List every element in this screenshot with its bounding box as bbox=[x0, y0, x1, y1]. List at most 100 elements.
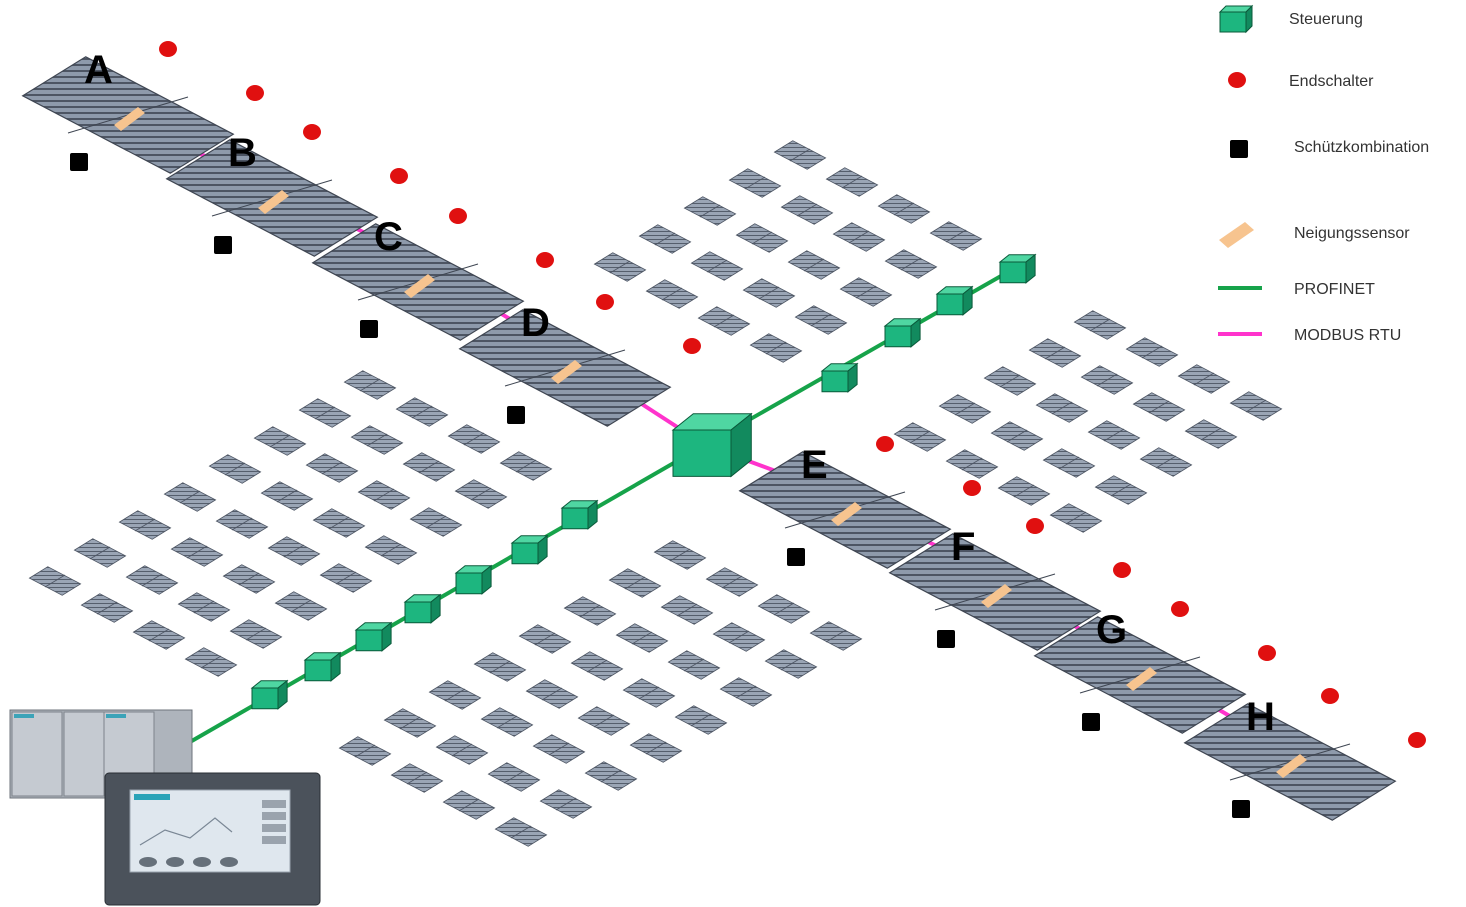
limit-switch-icon bbox=[1408, 732, 1426, 748]
legend-item-neigungssensor: Neigungssensor bbox=[1219, 222, 1410, 248]
legend-label-profinet: PROFINET bbox=[1294, 281, 1375, 298]
tilt-sensor-icon bbox=[404, 274, 435, 298]
panel-array-small bbox=[1184, 419, 1238, 449]
limit-switch-icon bbox=[536, 252, 554, 268]
hmi-button-icon bbox=[220, 857, 238, 867]
controller-box bbox=[935, 285, 974, 316]
panel-array-small bbox=[518, 624, 572, 654]
panel-array-small bbox=[494, 817, 548, 847]
panel-array-small bbox=[608, 568, 662, 598]
contactor-icon bbox=[787, 548, 805, 566]
controller-box bbox=[998, 253, 1037, 284]
tilt-sensor-icon bbox=[981, 584, 1012, 608]
controller-box bbox=[403, 593, 442, 624]
panel-array-small bbox=[809, 621, 863, 651]
legend-label-neigungssensor: Neigungssensor bbox=[1294, 225, 1410, 242]
panel-array-small bbox=[764, 649, 818, 679]
panel-array-small bbox=[577, 706, 631, 736]
hmi-button-icon bbox=[166, 857, 184, 867]
panel-array-small bbox=[794, 305, 848, 335]
panel-block-e: E bbox=[738, 436, 981, 569]
panel-array-small bbox=[570, 651, 624, 681]
legend-label-schuetzkombination: Schützkombination bbox=[1294, 139, 1429, 156]
panel-array-small bbox=[402, 452, 456, 482]
controller-box bbox=[510, 534, 549, 565]
panel-block-f: F bbox=[888, 518, 1131, 651]
legend-item-schuetzkombination: Schützkombination bbox=[1230, 139, 1429, 158]
panel-array-small bbox=[938, 394, 992, 424]
limit-switch-icon bbox=[683, 338, 701, 354]
legend-item-modbus: MODBUS RTU bbox=[1218, 327, 1401, 344]
tilt-sensor-icon bbox=[258, 190, 289, 214]
panel-array-small bbox=[532, 734, 586, 764]
panel-array-small bbox=[1042, 448, 1096, 478]
block-label-h: H bbox=[1246, 695, 1275, 739]
panel-array-small bbox=[629, 733, 683, 763]
panel-array-small bbox=[499, 451, 553, 481]
panel-array-small bbox=[253, 426, 307, 456]
panel-array-small bbox=[1125, 337, 1179, 367]
panel-array-small bbox=[319, 563, 373, 593]
panel-array-small bbox=[593, 252, 647, 282]
controller-box bbox=[560, 499, 599, 530]
panel-array-small bbox=[487, 762, 541, 792]
panel-array-small bbox=[473, 652, 527, 682]
tilt-sensor-icon bbox=[831, 502, 862, 526]
hmi-button-icon bbox=[193, 857, 211, 867]
limit-switch-icon bbox=[1171, 601, 1189, 617]
panel-array-small bbox=[757, 594, 811, 624]
controller-box bbox=[820, 362, 859, 393]
tilt-sensor-icon bbox=[1276, 754, 1307, 778]
central-controller-box bbox=[671, 412, 753, 478]
hmi-panel bbox=[104, 772, 321, 906]
panel-array-small bbox=[28, 566, 82, 596]
panel-array-small bbox=[683, 196, 737, 226]
panel-array-small bbox=[584, 761, 638, 791]
panel-array-small bbox=[983, 366, 1037, 396]
hmi-button-icon bbox=[139, 857, 157, 867]
panel-array-small bbox=[735, 223, 789, 253]
panel-array-small bbox=[132, 620, 186, 650]
legend: Steuerung Endschalter Schützkombination … bbox=[1218, 4, 1429, 344]
panel-array-small bbox=[667, 650, 721, 680]
legend-item-endschalter: Endschalter bbox=[1228, 72, 1374, 90]
block-label-b: B bbox=[228, 131, 257, 175]
panel-array-small bbox=[773, 140, 827, 170]
panel-array-small bbox=[1229, 391, 1283, 421]
block-label-g: G bbox=[1096, 608, 1127, 652]
plc-module bbox=[11, 711, 63, 797]
panel-array-small bbox=[163, 482, 217, 512]
panel-array-small bbox=[645, 279, 699, 309]
legend-label-endschalter: Endschalter bbox=[1289, 73, 1374, 90]
panel-array-small bbox=[884, 249, 938, 279]
panel-array-small bbox=[409, 507, 463, 537]
panel-array-small bbox=[1080, 365, 1134, 395]
plc-and-hmi bbox=[9, 709, 321, 906]
panel-array-small bbox=[357, 480, 411, 510]
panel-array-small bbox=[653, 540, 707, 570]
panel-block-d: D bbox=[458, 294, 701, 427]
panel-array-small bbox=[787, 250, 841, 280]
panel-array-small bbox=[525, 679, 579, 709]
limit-switch-icon bbox=[1113, 562, 1131, 578]
limit-switch-icon bbox=[390, 168, 408, 184]
panel-block-g: G bbox=[1033, 601, 1276, 734]
panel-array-small bbox=[312, 508, 366, 538]
block-label-e: E bbox=[801, 443, 828, 487]
tilt-sensor-icon bbox=[1126, 667, 1157, 691]
panel-array-small bbox=[73, 538, 127, 568]
panel-array-small bbox=[260, 481, 314, 511]
panel-array-small bbox=[839, 277, 893, 307]
panel-array-small bbox=[877, 194, 931, 224]
controller-box bbox=[303, 651, 342, 682]
controller-box bbox=[883, 317, 922, 348]
panel-array-small bbox=[390, 763, 444, 793]
panel-array-small bbox=[1139, 447, 1193, 477]
panel-block-c: C bbox=[311, 208, 554, 341]
panel-array-small bbox=[118, 510, 172, 540]
legend-label-steuerung: Steuerung bbox=[1289, 11, 1363, 28]
limit-switch-icon bbox=[449, 208, 467, 224]
panel-array-small bbox=[1132, 392, 1186, 422]
